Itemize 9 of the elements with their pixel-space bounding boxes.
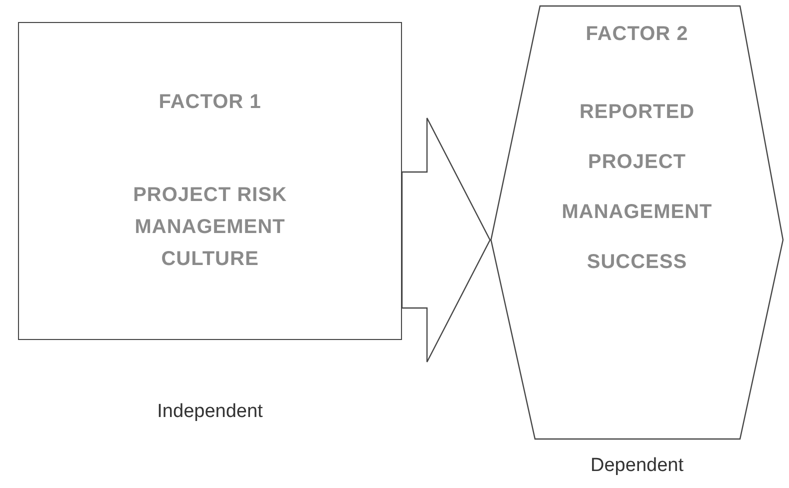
hexagon-node xyxy=(490,5,784,440)
factor-box xyxy=(18,22,402,340)
block-arrow xyxy=(401,117,491,363)
variable-type-label: Dependent xyxy=(590,454,684,478)
variable-type-label: Independent xyxy=(156,400,264,424)
factor-description: PROJECT RISK MANAGEMENT CULTURE xyxy=(132,183,288,272)
factor-heading: FACTOR 1 xyxy=(158,90,262,115)
factor-heading: FACTOR 2 xyxy=(586,22,688,47)
factor-description: REPORTED PROJECT MANAGEMENT SUCCESS xyxy=(560,100,714,275)
